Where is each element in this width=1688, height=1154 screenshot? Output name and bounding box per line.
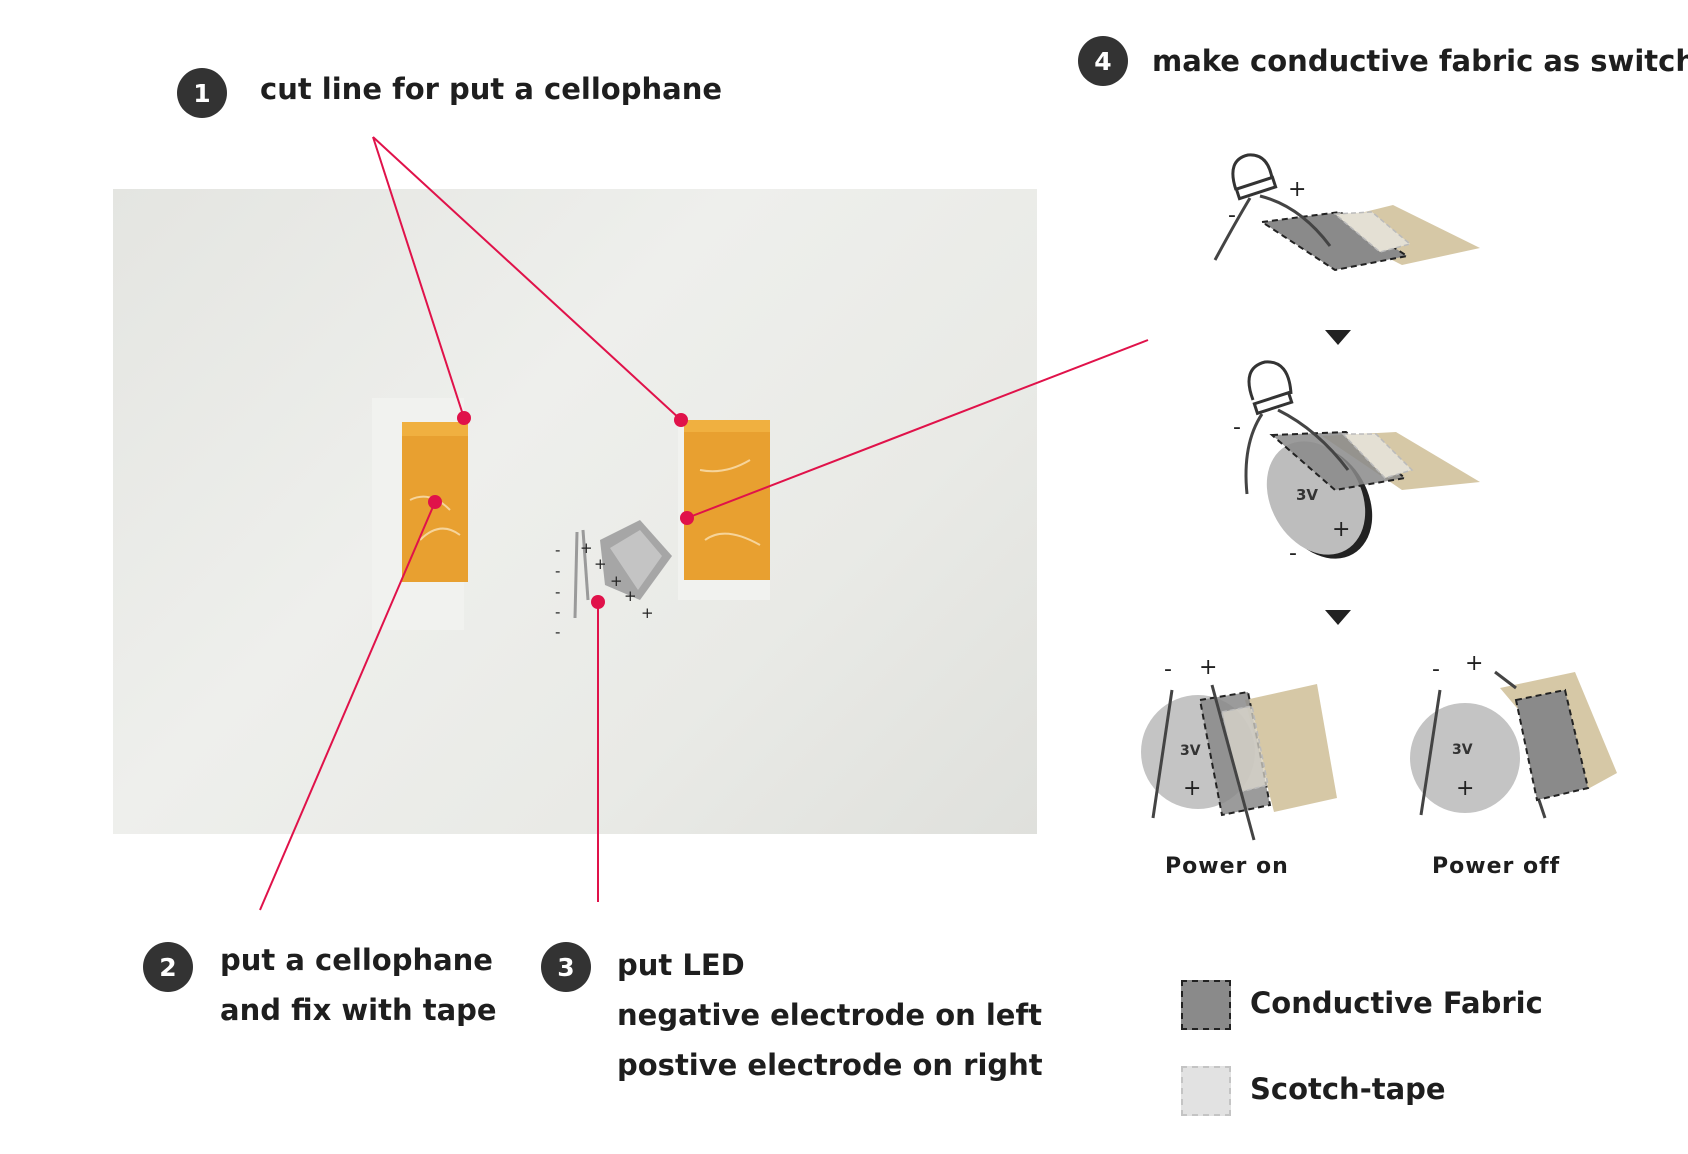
callout-dot	[680, 511, 694, 525]
arrow-down-icon	[1325, 610, 1351, 625]
step-2-text: put a cellophane and fix with tape	[220, 943, 497, 1027]
caption-power-on: Power on	[1165, 854, 1289, 879]
step-4-text: make conductive fabric as switch	[1152, 44, 1688, 78]
svg-text:3V: 3V	[1452, 742, 1473, 758]
callout-dot	[674, 413, 688, 427]
plus-mark: +	[610, 572, 623, 590]
callout-dot	[457, 411, 471, 425]
led-fabric-diagram-1: + -	[1213, 153, 1480, 272]
svg-text:+: +	[1288, 177, 1306, 202]
svg-text:+: +	[1332, 517, 1350, 542]
legend-label-scotch-tape: Scotch-tape	[1250, 1072, 1446, 1106]
svg-text:-: -	[1233, 415, 1241, 440]
caption-power-off: Power off	[1432, 854, 1561, 879]
plus-mark: +	[641, 604, 654, 622]
plus-mark: +	[624, 587, 637, 605]
minus-mark: -	[555, 541, 560, 559]
plus-mark: +	[594, 555, 607, 573]
svg-text:3V: 3V	[1180, 743, 1201, 759]
step-2-badge: 2	[143, 942, 193, 992]
svg-text:+: +	[1456, 776, 1474, 801]
callout-dot	[428, 495, 442, 509]
svg-text:+: +	[1465, 651, 1483, 676]
minus-mark: -	[555, 623, 560, 641]
callout-line-1a	[372, 136, 465, 419]
minus-mark: -	[555, 562, 560, 580]
legend-label-conductive-fabric: Conductive Fabric	[1250, 986, 1543, 1020]
step-3-text: put LED negative electrode on left posti…	[617, 948, 1043, 1082]
led-fabric-diagram-2: - 3V + -	[1233, 360, 1480, 566]
power-off-diagram: - + 3V +	[1410, 651, 1617, 819]
svg-text:+: +	[1199, 655, 1217, 680]
arrow-down-icon	[1325, 330, 1351, 345]
svg-text:-: -	[1289, 541, 1297, 566]
legend-swatch-scotch-tape	[1181, 1066, 1231, 1116]
paper-photo	[113, 189, 1037, 834]
svg-text:3V: 3V	[1296, 486, 1318, 504]
power-on-diagram: - + 3V +	[1141, 655, 1337, 841]
callout-line-2	[259, 501, 436, 911]
callout-line-1b	[372, 136, 682, 421]
minus-mark: -	[555, 583, 560, 601]
step-1-text: cut line for put a cellophane	[260, 72, 723, 106]
led-lead-minus	[573, 531, 579, 619]
cellophane-right	[684, 420, 770, 580]
plus-mark: +	[580, 539, 593, 557]
legend-swatch-conductive-fabric	[1181, 980, 1231, 1030]
callout-dot	[591, 595, 605, 609]
minus-mark: -	[555, 603, 560, 621]
step-4-badge: 4	[1078, 36, 1128, 86]
led-lead-plus	[581, 529, 590, 601]
svg-text:-: -	[1164, 657, 1172, 682]
svg-text:+: +	[1183, 776, 1201, 801]
step-3-badge: 3	[541, 942, 591, 992]
svg-text:-: -	[1228, 203, 1236, 228]
callout-line-4	[686, 339, 1149, 519]
step-1-badge: 1	[177, 68, 227, 118]
svg-text:-: -	[1432, 657, 1440, 682]
